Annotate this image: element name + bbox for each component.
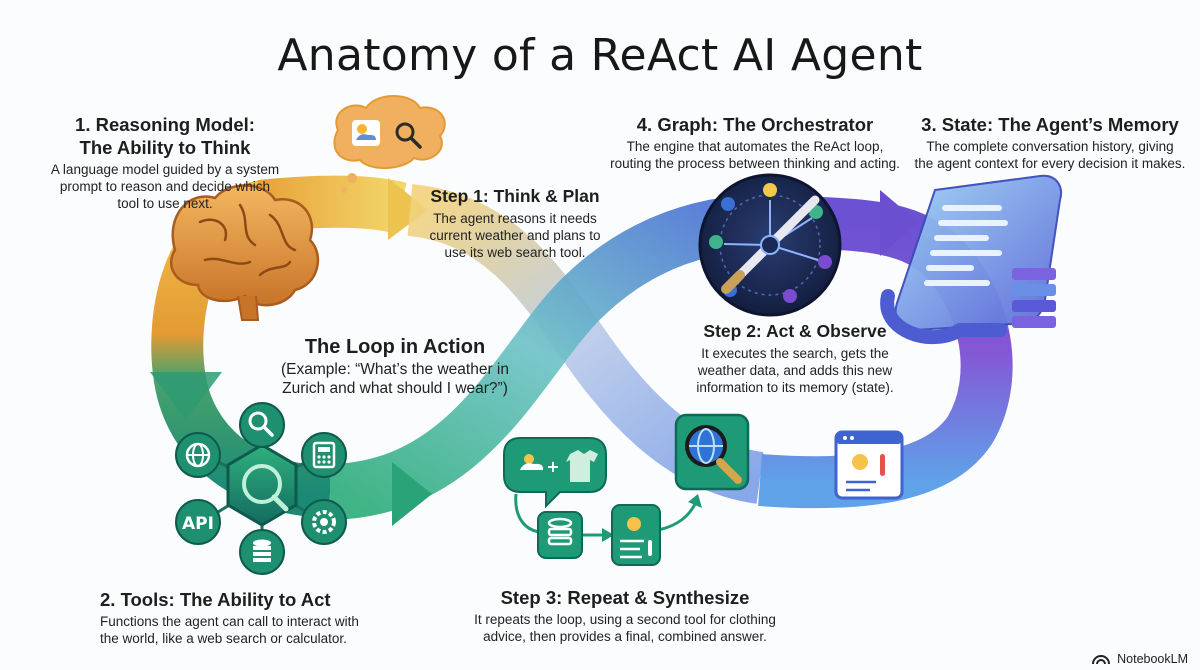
step3-line-1: It repeats the loop, using a second tool…: [474, 612, 776, 627]
reasoning-heading-1: 1. Reasoning Model:: [75, 114, 255, 135]
step1-line-2: current weather and plans to: [429, 228, 601, 243]
search-tool-icon: [239, 402, 285, 448]
reasoning-line-2: prompt to reason and decide which: [59, 179, 271, 194]
search-icon: [395, 122, 415, 142]
step3-section: Step 3: Repeat & Synthesize It repeats t…: [445, 586, 805, 645]
graph-line-2: routing the process between thinking and…: [610, 156, 900, 171]
thought-bubble: [333, 95, 446, 193]
step2-heading: Step 2: Act & Observe: [703, 321, 887, 341]
globe-icon: [175, 432, 221, 478]
memory-scroll-icon: [880, 174, 1062, 345]
web-search-tool-icon: [674, 413, 750, 491]
database-icon: [239, 529, 285, 575]
reasoning-line-1: A language model guided by a system: [50, 162, 280, 177]
step3-heading: Step 3: Repeat & Synthesize: [500, 587, 750, 608]
notebooklm-label: NotebookLM: [1117, 652, 1188, 666]
database-tile-icon: [537, 511, 583, 559]
graph-line-1: The engine that automates the ReAct loop…: [626, 139, 884, 154]
tools-hub: API: [175, 402, 347, 575]
api-label: API: [182, 514, 214, 534]
step1-heading: Step 1: Think & Plan: [430, 186, 600, 206]
state-memory-section: 3. State: The Agent’s Memory The complet…: [900, 113, 1200, 172]
tools-line-2: the world, like a web search or calculat…: [100, 631, 347, 646]
gear-icon: [301, 499, 347, 545]
tools-section: 2. Tools: The Ability to Act Functions t…: [100, 588, 420, 647]
notebooklm-brand: NotebookLM: [1117, 652, 1188, 666]
api-icon: API: [175, 499, 221, 545]
step3-line-2: advice, then provides a final, combined …: [483, 629, 767, 644]
loop-line-2: Zurich and what should I wear?”): [282, 380, 508, 397]
brain-icon: [169, 184, 320, 321]
database-stack-icon: [1012, 268, 1056, 328]
notebooklm-logo-icon: [1092, 655, 1110, 665]
reasoning-heading-2: The Ability to Think: [79, 137, 251, 158]
loop-line-1: (Example: “What’s the weather in: [280, 361, 509, 378]
loop-in-action-section: The Loop in Action (Example: “What’s the…: [265, 334, 525, 398]
step1-line-3: use its web search tool.: [444, 245, 586, 260]
reasoning-line-3: tool to use next.: [117, 196, 213, 211]
graph-orchestrator-section: 4. Graph: The Orchestrator The engine th…: [585, 113, 925, 172]
reasoning-model-section: 1. Reasoning Model: The Ability to Think…: [20, 113, 310, 212]
loop-heading: The Loop in Action: [304, 336, 486, 358]
step2-line-2: weather data, and adds this new: [697, 363, 893, 378]
loop-band-diagonal-up: [328, 194, 762, 526]
page-title: Anatomy of a ReAct AI Agent: [277, 30, 923, 81]
weather-icon: [352, 120, 380, 146]
step1-line-1: The agent reasons it needs: [433, 211, 597, 226]
tools-heading: 2. Tools: The Ability to Act: [100, 589, 331, 610]
graph-heading: 4. Graph: The Orchestrator: [636, 114, 874, 135]
weather-clothing-bubble: +: [503, 437, 607, 509]
plus-sign: +: [546, 457, 559, 476]
step1-section: Step 1: Think & Plan The agent reasons i…: [395, 185, 635, 261]
jacket-icon: [566, 450, 598, 482]
state-line-1: The complete conversation history, givin…: [926, 139, 1174, 154]
step2-line-3: information to its memory (state).: [696, 380, 894, 395]
step2-section: Step 2: Act & Observe It executes the se…: [670, 320, 920, 396]
state-heading: 3. State: The Agent’s Memory: [921, 114, 1179, 135]
weather-report-icon: [611, 504, 661, 566]
calculator-icon: [301, 432, 347, 478]
step2-line-1: It executes the search, gets the: [701, 346, 889, 361]
state-line-2: the agent context for every decision it …: [914, 156, 1186, 171]
weather-data-window-icon: [834, 430, 904, 500]
sun-cloud-icon: [524, 454, 534, 464]
tools-line-1: Functions the agent can call to interact…: [100, 614, 359, 629]
orchestrator-icon: [698, 173, 842, 317]
